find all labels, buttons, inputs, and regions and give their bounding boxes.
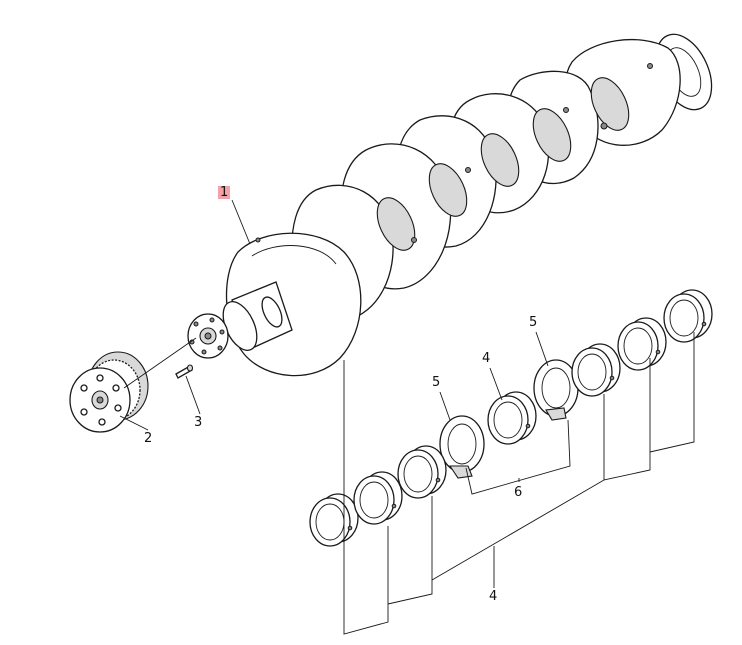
bearing-shell	[571, 343, 621, 397]
callout-2: 2	[144, 431, 153, 446]
dowel-pin	[175, 364, 194, 379]
leader-lines	[119, 199, 695, 635]
callout-3: 3	[194, 415, 203, 430]
bearing-shell	[397, 445, 447, 499]
crankshaft	[187, 33, 713, 377]
bearing-shell	[309, 493, 359, 547]
callout-4-lower: 4	[489, 589, 498, 604]
callout-5-upper: 5	[529, 315, 538, 330]
crankshaft-gear	[69, 351, 149, 433]
bearing-shell	[617, 317, 667, 371]
callout-1: 1	[218, 185, 231, 200]
callout-4-upper: 4	[482, 351, 491, 366]
thrust-washer	[533, 359, 579, 421]
bearing-shell	[353, 471, 403, 525]
callout-6: 6	[514, 485, 523, 500]
bearing-shell	[663, 289, 713, 343]
main-bearing-shells	[309, 289, 713, 547]
bearing-shell	[487, 391, 537, 445]
callout-5-lower: 5	[432, 375, 441, 390]
